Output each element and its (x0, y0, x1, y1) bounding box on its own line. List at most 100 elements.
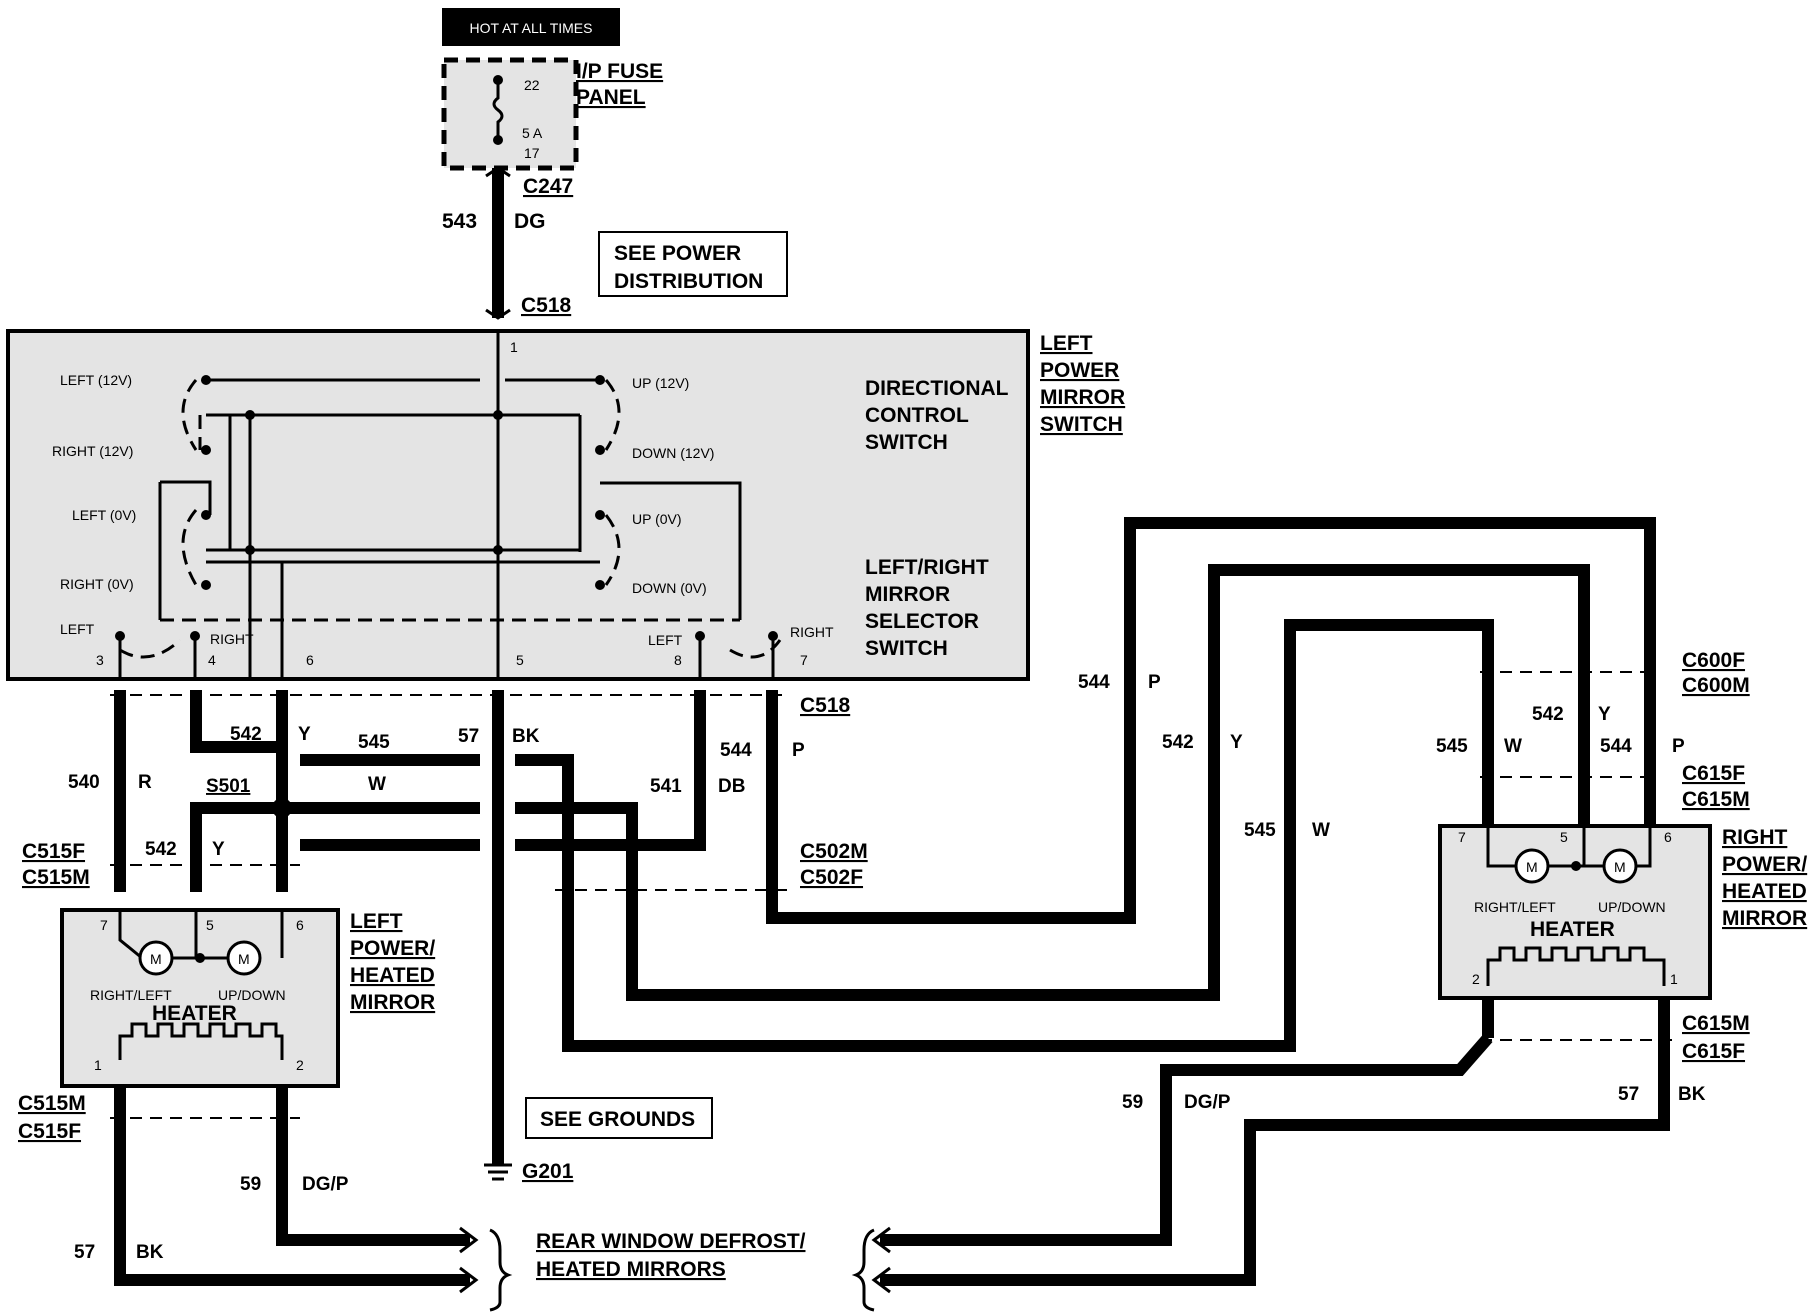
wire-545b-num: 545 (1244, 820, 1276, 841)
left-mirror-pin7: 7 (100, 917, 108, 933)
wire-542c-num: 542 (1162, 732, 1194, 753)
wire-59b-num: 59 (1122, 1092, 1143, 1113)
pin-8: 8 (674, 652, 682, 668)
right-mirror-pin6: 6 (1664, 829, 1672, 845)
wire-59b-color: DG/P (1184, 1092, 1231, 1113)
left-mirror-pin2: 2 (296, 1057, 304, 1073)
selector-3: SELECTOR (865, 610, 979, 633)
wire-542d-color: Y (1598, 704, 1611, 725)
sw-left-sel-2: LEFT (648, 632, 683, 648)
wire-542a-num: 542 (230, 724, 262, 745)
left-wiring (110, 690, 790, 1294)
pin-4: 4 (208, 652, 216, 668)
sw-left-0v: LEFT (0V) (72, 507, 136, 523)
wire-545c-num: 545 (1436, 736, 1468, 757)
pin-3: 3 (96, 652, 104, 668)
selector-1: LEFT/RIGHT (865, 556, 989, 579)
wire-541-num: 541 (650, 776, 682, 797)
wire-57a-num: 57 (458, 726, 479, 747)
ground-g201: G201 (522, 1160, 574, 1183)
right-mirror-pin5: 5 (1560, 829, 1568, 845)
wire-540-num: 540 (68, 772, 100, 793)
left-mirror-motors (118, 910, 284, 1060)
selector-2: MIRROR (865, 583, 950, 606)
directional-3: SWITCH (865, 431, 948, 454)
switch-title-3: MIRROR (1040, 386, 1125, 409)
connector-c515f-top: C515F (22, 840, 85, 863)
wire-57c-num: 57 (1618, 1084, 1639, 1105)
wire-544b-color: P (1148, 672, 1161, 693)
wire-544c-num: 544 (1600, 736, 1632, 757)
directional-1: DIRECTIONAL (865, 377, 1009, 400)
sw-up-12v: UP (12V) (632, 375, 689, 391)
left-motor-m1: M (150, 951, 162, 967)
wire-543-num: 543 (442, 210, 477, 233)
connector-c600m: C600M (1682, 674, 1750, 697)
pin-1: 1 (510, 339, 518, 355)
wire-542d-num: 542 (1532, 704, 1564, 725)
left-mirror-title-3: HEATED (350, 964, 435, 987)
pin-7: 7 (800, 652, 808, 668)
sw-right-sel: RIGHT (210, 631, 254, 647)
splice-s501: S501 (206, 776, 251, 797)
pin-5: 5 (516, 652, 524, 668)
fuse-panel-name-1: I/P FUSE (576, 60, 663, 83)
right-mirror-title-1: RIGHT (1722, 826, 1788, 849)
sw-left-sel: LEFT (60, 621, 95, 637)
fuse-pin-bottom: 17 (524, 145, 540, 161)
rear-window-2: HEATED MIRRORS (536, 1258, 726, 1281)
right-mirror-title-2: POWER/ (1722, 853, 1807, 876)
right-mirror-rl: RIGHT/LEFT (1474, 899, 1556, 915)
see-grounds-box (525, 1097, 713, 1139)
hot-label: HOT AT ALL TIMES (470, 20, 593, 36)
pin-6: 6 (306, 652, 314, 668)
directional-2: CONTROL (865, 404, 969, 427)
right-motor-m1: M (1526, 859, 1538, 875)
hot-label-box (442, 8, 620, 46)
right-mirror-ud: UP/DOWN (1598, 899, 1666, 915)
left-mirror-title-1: LEFT (350, 910, 403, 933)
see-power-2: DISTRIBUTION (614, 270, 763, 293)
switch-title-4: SWITCH (1040, 413, 1123, 436)
sw-down-0v: DOWN (0V) (632, 580, 707, 596)
left-power-heated-mirror (60, 908, 340, 1088)
connector-c615f-top: C615F (1682, 762, 1745, 785)
see-power-1: SEE POWER (614, 242, 741, 265)
fuse-rating: 5 A (522, 125, 543, 141)
wire-543-color: DG (514, 210, 546, 233)
left-mirror-pin6: 6 (296, 917, 304, 933)
wire-59a-color: DG/P (302, 1174, 349, 1195)
right-mirror-pin2: 2 (1472, 971, 1480, 987)
see-power-box (598, 231, 788, 297)
wire-545a-num: 545 (358, 732, 390, 753)
connector-c515f-bot: C515F (18, 1120, 81, 1143)
sw-right-0v: RIGHT (0V) (60, 576, 134, 592)
connector-c515m-bot: C515M (18, 1092, 86, 1115)
switch-internals (115, 331, 782, 680)
connector-c615m-top: C615M (1682, 788, 1750, 811)
wire-545c-color: W (1504, 736, 1522, 757)
switch-title-2: POWER (1040, 359, 1119, 382)
wire-544c-color: P (1672, 736, 1685, 757)
wire-59a-num: 59 (240, 1174, 261, 1195)
connector-c247: C247 (523, 175, 573, 198)
right-mirror-heater: HEATER (1530, 918, 1615, 941)
left-mirror-ud: UP/DOWN (218, 987, 286, 1003)
connector-c518-mid: C518 (800, 694, 851, 717)
wire-57b-num: 57 (74, 1242, 95, 1263)
wire-544a-num: 544 (720, 740, 752, 761)
wire-57c-color: BK (1678, 1084, 1706, 1105)
wire-57b-color: BK (136, 1242, 164, 1263)
see-grounds: SEE GROUNDS (540, 1108, 695, 1131)
wire-544b-num: 544 (1078, 672, 1110, 693)
wire-545b-color: W (1312, 820, 1330, 841)
left-mirror-rl: RIGHT/LEFT (90, 987, 172, 1003)
wire-542b-num: 542 (145, 839, 177, 860)
sw-right-12v: RIGHT (12V) (52, 443, 133, 459)
selector-4: SWITCH (865, 637, 948, 660)
fuse-pin-top: 22 (524, 77, 540, 93)
sw-left-12v: LEFT (12V) (60, 372, 132, 388)
left-mirror-title-4: MIRROR (350, 991, 435, 1014)
left-mirror-pin1: 1 (94, 1057, 102, 1073)
